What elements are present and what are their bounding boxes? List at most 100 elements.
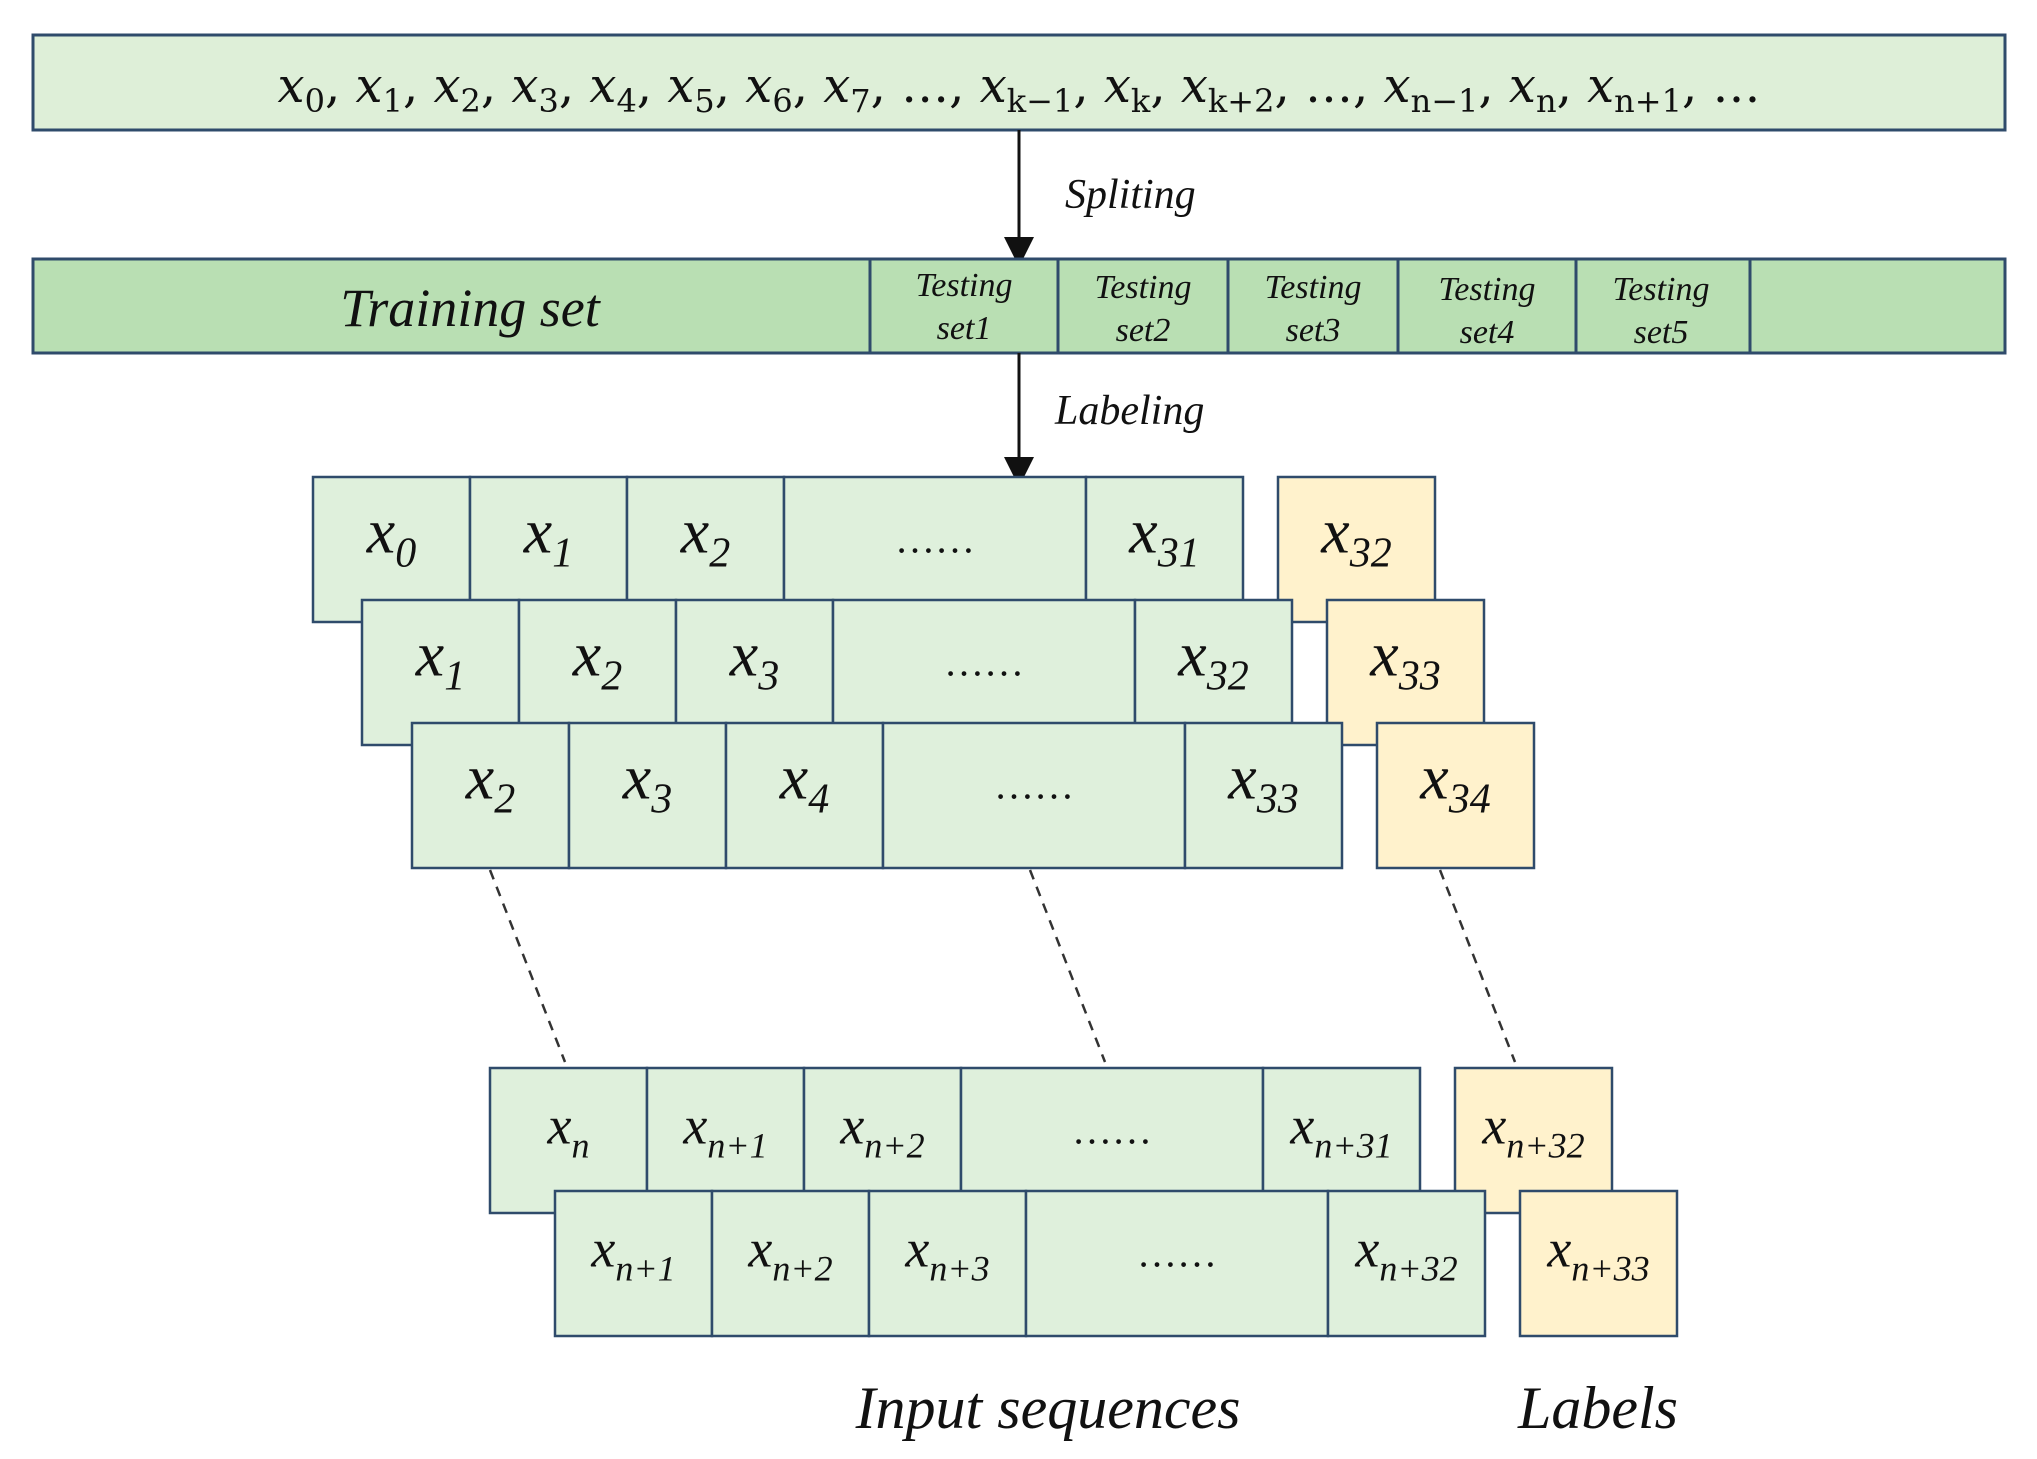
sequence-term-subscript: 5 xyxy=(694,82,714,120)
cell-base: x xyxy=(1320,495,1349,566)
cell-base: …… xyxy=(895,516,975,561)
label-cell xyxy=(1276,475,1437,624)
input-cell-text: xn+32 xyxy=(1354,1218,1457,1288)
input-cell xyxy=(468,475,629,624)
sequence-term: … xyxy=(1712,58,1760,114)
cell-base: …… xyxy=(1137,1230,1217,1275)
input-cell xyxy=(1183,721,1344,870)
dashed-connector xyxy=(488,869,567,1063)
cell-subscript: 32 xyxy=(1349,530,1392,576)
cell-base: x xyxy=(747,1218,772,1278)
input-cell xyxy=(802,1066,963,1215)
sequence-term-subscript: k+2 xyxy=(1208,82,1275,120)
input-cell xyxy=(1133,598,1294,747)
cell-subscript: n+2 xyxy=(864,1125,924,1165)
sequence-term: … xyxy=(1305,58,1353,114)
input-cell-text: …… xyxy=(1137,1230,1217,1275)
sequence-term: x xyxy=(1181,58,1208,114)
testing-set-2-line1: Testing xyxy=(1094,269,1191,306)
cell-base: x xyxy=(1369,618,1398,689)
input-cell xyxy=(488,1066,649,1215)
input-cell xyxy=(625,475,786,624)
sequence-term-subscript: n−1 xyxy=(1411,82,1479,120)
sequence-term: x xyxy=(745,58,772,114)
input-cell-text: x32 xyxy=(1177,618,1248,699)
sequence-term: x xyxy=(1587,58,1614,114)
cell-base: x xyxy=(366,495,395,566)
testing-set-5-line1: Testing xyxy=(1612,271,1709,308)
cell-base: x xyxy=(1289,1095,1314,1155)
input-cell xyxy=(710,1189,871,1338)
input-cell-text: …… xyxy=(1072,1107,1152,1152)
splitting-label: Spliting xyxy=(1065,172,1196,218)
sequence-term: x xyxy=(980,58,1007,114)
cell-subscript: n+31 xyxy=(1314,1125,1392,1165)
cell-base: x xyxy=(1481,1095,1506,1155)
cell-base: …… xyxy=(944,639,1024,684)
cell-base: x xyxy=(729,618,758,689)
testing-set-1-line1: Testing xyxy=(915,267,1012,304)
cell-subscript: n xyxy=(571,1125,589,1165)
cell-subscript: 34 xyxy=(1448,776,1491,822)
label-cell xyxy=(1375,721,1536,870)
cell-base: x xyxy=(1128,495,1157,566)
cell-base: x xyxy=(682,1095,707,1155)
dashed-connector xyxy=(1028,869,1107,1063)
sequence-term-subscript: 2 xyxy=(461,82,481,120)
testing-set-3-line2: set3 xyxy=(1286,312,1341,349)
testing-set-1-line2: set1 xyxy=(937,310,992,347)
label-cell-text: x32 xyxy=(1320,495,1391,576)
cell-subscript: 0 xyxy=(395,530,416,576)
input-cell xyxy=(881,721,1187,870)
input-cell-text: xn+31 xyxy=(1289,1095,1392,1165)
label-cell-text: xn+32 xyxy=(1481,1095,1584,1165)
input-cell-text: xn+1 xyxy=(682,1095,767,1165)
cell-base: x xyxy=(1354,1218,1379,1278)
cell-base: x xyxy=(572,618,601,689)
cell-base: x xyxy=(523,495,552,566)
testing-set-4-line1: Testing xyxy=(1438,271,1535,308)
input-cell-text: x3 xyxy=(729,618,779,699)
cell-subscript: n+1 xyxy=(615,1248,675,1288)
label-cell-text: x34 xyxy=(1419,741,1490,822)
top-sequence-box xyxy=(31,33,2007,132)
input-cell-text: x4 xyxy=(779,741,829,822)
sequence-term-subscript: n xyxy=(1536,82,1557,120)
input-cell xyxy=(831,598,1137,747)
training-set-label: Training set xyxy=(340,278,602,338)
cell-subscript: 3 xyxy=(757,653,779,699)
input-cell-text: x33 xyxy=(1227,741,1298,822)
input-cell xyxy=(1024,1189,1330,1338)
cell-subscript: 1 xyxy=(444,653,465,699)
input-cell-text: x1 xyxy=(523,495,573,576)
input-cell-text: x2 xyxy=(680,495,730,576)
input-cell-text: …… xyxy=(944,639,1024,684)
input-cell-text: xn+3 xyxy=(904,1218,989,1288)
sequence-term-subscript: n+1 xyxy=(1614,82,1682,120)
label-cell xyxy=(1453,1066,1614,1215)
top-sequence-bar: x0, x1, x2, x3, x4, x5, x6, x7, …, xk−1,… xyxy=(31,33,2007,132)
sequence-term-subscript: 0 xyxy=(305,82,325,120)
cell-subscript: 2 xyxy=(601,653,622,699)
input-cell-text: xn+1 xyxy=(590,1218,675,1288)
sequence-term-subscript: k xyxy=(1131,82,1151,120)
input-sequences-caption: Input sequences xyxy=(855,1375,1241,1441)
labels-caption: Labels xyxy=(1517,1375,1678,1441)
cell-base: x xyxy=(839,1095,864,1155)
cell-base: x xyxy=(1227,741,1256,812)
input-cell xyxy=(724,721,885,870)
sequence-term: x xyxy=(667,58,694,114)
split-bar: Training set Testing set1 Testing set2 T… xyxy=(31,257,2007,355)
input-cell xyxy=(567,721,728,870)
cell-subscript: 33 xyxy=(1256,776,1299,822)
input-cell-text: x31 xyxy=(1128,495,1199,576)
cell-subscript: 1 xyxy=(552,530,573,576)
input-cell xyxy=(360,598,521,747)
cell-base: x xyxy=(1419,741,1448,812)
testing-set-2-line2: set2 xyxy=(1116,312,1171,349)
input-cell-text: xn+2 xyxy=(747,1218,832,1288)
